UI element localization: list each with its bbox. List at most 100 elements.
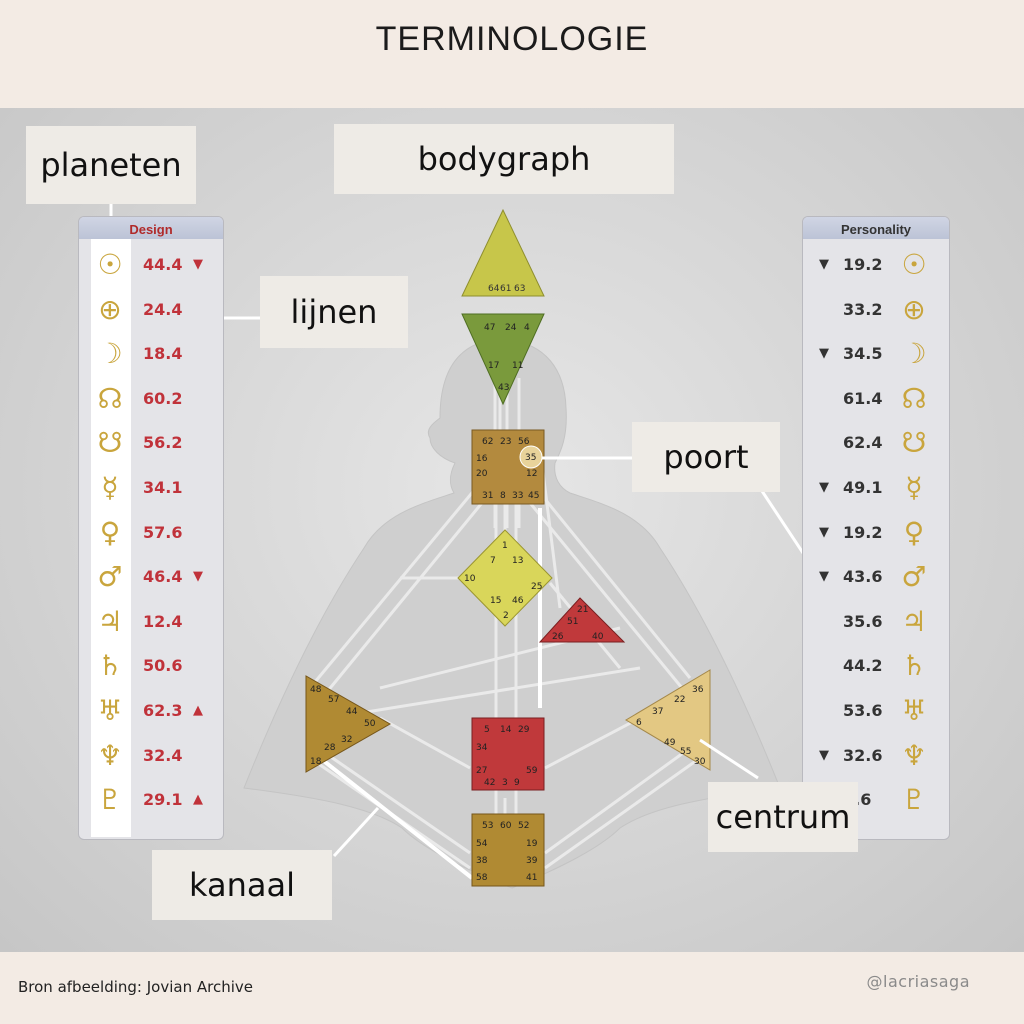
personality-moon-icon: ☽ xyxy=(901,337,927,371)
g-gate-13: 13 xyxy=(512,556,523,566)
design-value-7: 46.4 xyxy=(143,567,183,587)
callout-lijnen: lijnen xyxy=(260,276,408,348)
design-uranus-icon: ♅ xyxy=(97,694,123,727)
bodygraph: 64 61 63 47 24 4 17 11 43 62 23 56 16 35… xyxy=(109,203,874,889)
head-gate-64: 64 xyxy=(488,284,500,294)
design-neptune-icon: ♆ xyxy=(97,738,123,772)
design-sun-icon: ☉ xyxy=(97,248,123,281)
chart-panel: 64 61 63 47 24 4 17 11 43 62 23 56 16 35… xyxy=(0,108,1024,952)
design-value-1: 24.4 xyxy=(143,299,183,319)
sacral-center xyxy=(471,717,545,791)
g-gate-1: 1 xyxy=(502,541,508,551)
channel-highlight-left xyxy=(318,756,474,880)
design-value-8: 12.4 xyxy=(143,611,183,631)
sacral-gate-9: 9 xyxy=(514,778,520,788)
personality-value-11: 32.6 xyxy=(843,745,883,765)
design-north-node-icon: ☊ xyxy=(97,381,123,415)
design-value-2: 18.4 xyxy=(143,344,183,364)
spleen-gate-32: 32 xyxy=(341,735,352,745)
personality-value-4: 62.4 xyxy=(843,433,883,453)
personality-arrow-0: ▼ xyxy=(819,257,829,272)
solar-plexus-gate-37: 37 xyxy=(652,707,663,717)
ajna-gate-11: 11 xyxy=(512,361,523,371)
heart-gate-51: 51 xyxy=(567,617,578,627)
root-gate-54: 54 xyxy=(476,839,488,849)
throat-gate-45: 45 xyxy=(528,491,539,501)
personality-value-3: 61.4 xyxy=(843,388,883,408)
personality-north-node-icon: ☊ xyxy=(901,381,927,415)
design-value-6: 57.6 xyxy=(143,522,183,542)
sacral-gate-14: 14 xyxy=(500,725,512,735)
g-gate-2: 2 xyxy=(503,611,509,621)
root-gate-39: 39 xyxy=(526,856,538,866)
design-value-12: 29.1 xyxy=(143,790,183,810)
spleen-gate-48: 48 xyxy=(310,685,322,695)
design-arrow-0: ▼ xyxy=(193,257,203,272)
sacral-gate-42: 42 xyxy=(484,778,495,788)
heart-gate-40: 40 xyxy=(592,632,604,642)
design-value-0: 44.4 xyxy=(143,255,183,274)
throat-gate-62: 62 xyxy=(482,437,493,447)
sacral-gate-5: 5 xyxy=(484,725,490,735)
solar-plexus-gate-6: 6 xyxy=(636,718,642,728)
personality-value-0: 19.2 xyxy=(843,255,883,274)
heart-center xyxy=(538,597,626,643)
throat-gate-33: 33 xyxy=(512,491,523,501)
personality-arrow-11: ▼ xyxy=(819,747,829,763)
personality-value-5: 49.1 xyxy=(843,478,883,497)
spleen-gate-57: 57 xyxy=(328,695,339,705)
throat-gate-16: 16 xyxy=(476,454,488,464)
design-moon-icon: ☽ xyxy=(97,337,123,371)
root-gate-38: 38 xyxy=(476,856,488,866)
heart-gate-26: 26 xyxy=(552,632,564,642)
g-gate-7: 7 xyxy=(490,556,496,566)
callout-planeten: planeten xyxy=(26,126,196,204)
design-column: Design ☉44.4▼⊕24.4☽18.4☊60.2☋56.2☿34.1♀5… xyxy=(78,216,224,840)
head-gate-61: 61 xyxy=(500,284,511,294)
personality-uranus-icon: ♅ xyxy=(901,694,927,727)
personality-value-1: 33.2 xyxy=(843,299,883,319)
design-header: Design xyxy=(79,217,223,239)
ajna-gate-24: 24 xyxy=(505,323,517,333)
design-saturn-icon: ♄ xyxy=(97,649,123,683)
connector-kanaal xyxy=(332,806,380,858)
personality-arrow-6: ▼ xyxy=(819,524,829,540)
design-arrow-12: ▲ xyxy=(193,792,203,808)
solar-plexus-gate-55: 55 xyxy=(680,747,691,757)
ajna-gate-17: 17 xyxy=(488,361,499,371)
ajna-center xyxy=(461,313,545,406)
personality-earth-icon: ⊕ xyxy=(902,292,926,326)
design-jupiter-icon: ♃ xyxy=(97,604,123,638)
personality-mercury-icon: ☿ xyxy=(905,471,923,504)
callout-poort: poort xyxy=(632,422,780,492)
personality-south-node-icon: ☋ xyxy=(901,426,927,460)
throat-gate-8: 8 xyxy=(500,491,506,501)
ajna-gate-47: 47 xyxy=(484,323,495,333)
root-center xyxy=(471,813,545,887)
root-gate-53: 53 xyxy=(482,821,493,831)
throat-gate-23: 23 xyxy=(500,437,511,447)
author-handle: @lacriasaga xyxy=(866,972,970,991)
design-value-11: 32.4 xyxy=(143,745,183,765)
head-center xyxy=(461,208,545,297)
design-value-10: 62.3 xyxy=(143,701,183,720)
callout-bodygraph: bodygraph xyxy=(334,124,674,194)
ajna-gate-43: 43 xyxy=(498,383,509,393)
solar-plexus-gate-49: 49 xyxy=(664,738,676,748)
personality-header: Personality xyxy=(803,217,949,239)
design-arrow-7: ▼ xyxy=(193,569,203,585)
personality-value-9: 44.2 xyxy=(843,656,883,676)
planeten-highlight xyxy=(91,239,131,837)
spleen-gate-44: 44 xyxy=(346,707,358,717)
design-value-9: 50.6 xyxy=(143,656,183,676)
connector-centrum xyxy=(699,738,759,780)
g-gate-25: 25 xyxy=(531,582,542,592)
sacral-gate-59: 59 xyxy=(526,766,538,776)
g-gate-46: 46 xyxy=(512,596,524,606)
page-title: TERMINOLOGIE xyxy=(375,20,649,58)
design-earth-icon: ⊕ xyxy=(98,292,122,326)
personality-sun-icon: ☉ xyxy=(901,248,927,281)
personality-value-7: 43.6 xyxy=(843,567,883,587)
head-gate-63: 63 xyxy=(514,284,525,294)
throat-gate-56: 56 xyxy=(518,437,530,447)
